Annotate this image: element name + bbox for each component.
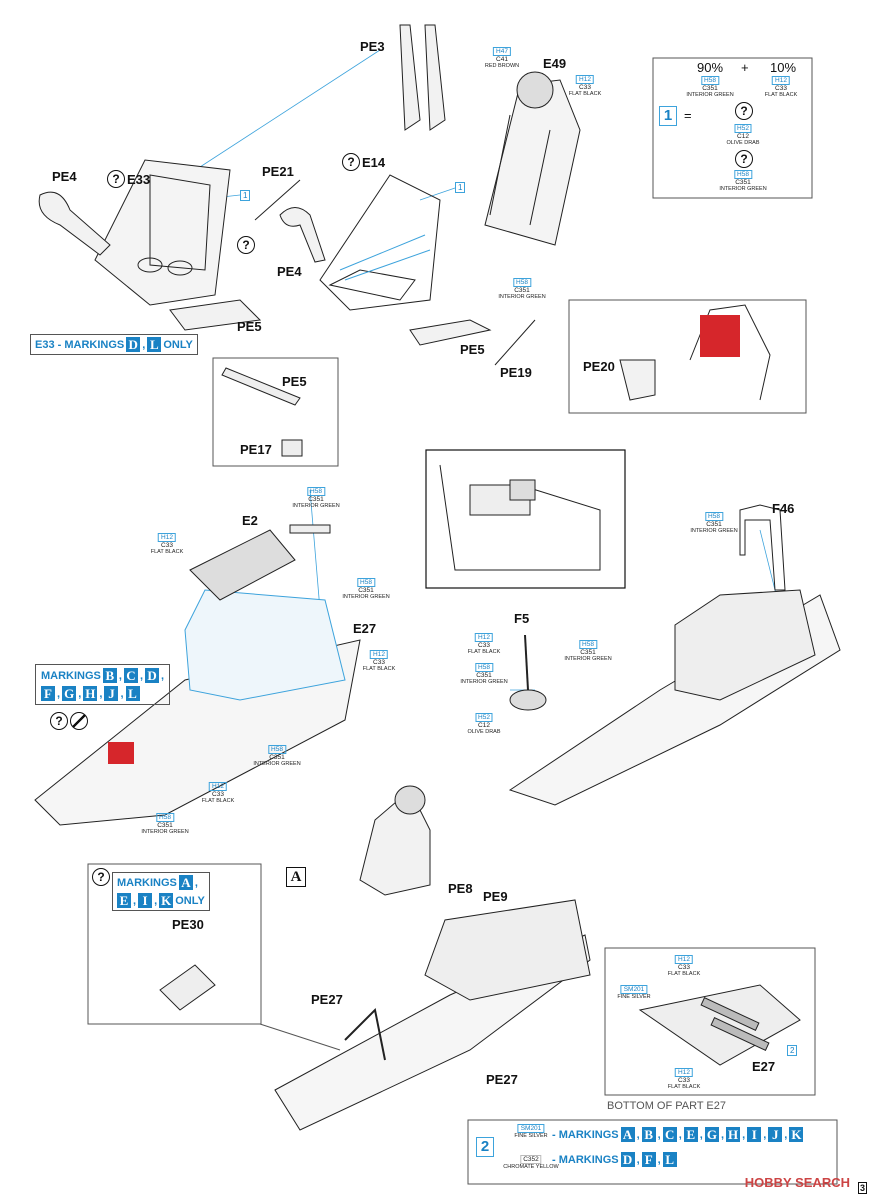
question-icon: ? xyxy=(92,868,110,886)
callout-1: 1 xyxy=(455,182,466,193)
question-icon: ? xyxy=(342,153,360,171)
mix-plus: + xyxy=(741,60,749,75)
part-pe27: PE27 xyxy=(486,1072,518,1087)
callout-1: 1 xyxy=(240,190,251,201)
part-e14: E14 xyxy=(362,155,386,170)
no-cement-icon xyxy=(70,712,88,730)
markings-aeik-box: MARKINGS A, E,I,K ONLY xyxy=(112,872,210,911)
caption-bottom-e27: BOTTOM OF PART E27 xyxy=(607,1100,726,1112)
part-e27: E27 xyxy=(353,621,377,636)
mix-equals: = xyxy=(684,108,692,123)
part-pe5: PE5 xyxy=(237,319,262,334)
part-pe19: PE19 xyxy=(500,365,532,380)
part-pe9: PE9 xyxy=(483,889,508,904)
part-e27: E27 xyxy=(752,1059,776,1074)
question-icon: ? xyxy=(237,236,255,254)
part-pe4: PE4 xyxy=(277,264,302,279)
legend-row-2: - MARKINGS D,F,L xyxy=(552,1152,677,1167)
mix-percent-1: 90% xyxy=(697,60,724,75)
part-pe27: PE27 xyxy=(311,992,343,1007)
legend-row-1: - MARKINGS A,B,C,E,G,H,I,J,K xyxy=(552,1127,804,1142)
part-pe8: PE8 xyxy=(448,881,473,896)
markings-bcd-box: MARKINGS B,C,D, F,G,H,J,L xyxy=(35,664,171,705)
mix-percent-2: 10% xyxy=(770,60,797,75)
page-number: 3 xyxy=(857,1182,867,1194)
question-icon: ? xyxy=(735,150,753,168)
part-pe30: PE30 xyxy=(172,917,204,932)
section-a-label: A xyxy=(286,867,306,887)
part-pe3: PE3 xyxy=(360,39,385,54)
part-pe20: PE20 xyxy=(583,359,615,374)
e33-markings-box: E33 - MARKINGS D, L ONLY xyxy=(30,334,198,355)
part-f5: F5 xyxy=(514,611,530,626)
callout-2: 2 xyxy=(787,1045,798,1056)
part-pe4: PE4 xyxy=(52,169,77,184)
part-pe17: PE17 xyxy=(240,442,272,457)
part-e49: E49 xyxy=(543,56,567,71)
part-pe21: PE21 xyxy=(262,164,294,179)
part-e2: E2 xyxy=(242,513,258,528)
red-highlight-pe20 xyxy=(700,315,740,357)
callout-1: 1 xyxy=(659,106,677,126)
part-e33: E33 xyxy=(127,172,151,187)
part-pe5: PE5 xyxy=(460,342,485,357)
callout-2: 2 xyxy=(476,1137,494,1157)
watermark: HOBBY SEARCH xyxy=(744,1175,850,1190)
question-icon: ? xyxy=(50,712,68,730)
red-highlight-floor xyxy=(108,742,134,764)
part-pe5: PE5 xyxy=(282,374,307,389)
question-icon: ? xyxy=(107,170,125,188)
question-icon: ? xyxy=(735,102,753,120)
part-f46: F46 xyxy=(772,501,795,516)
